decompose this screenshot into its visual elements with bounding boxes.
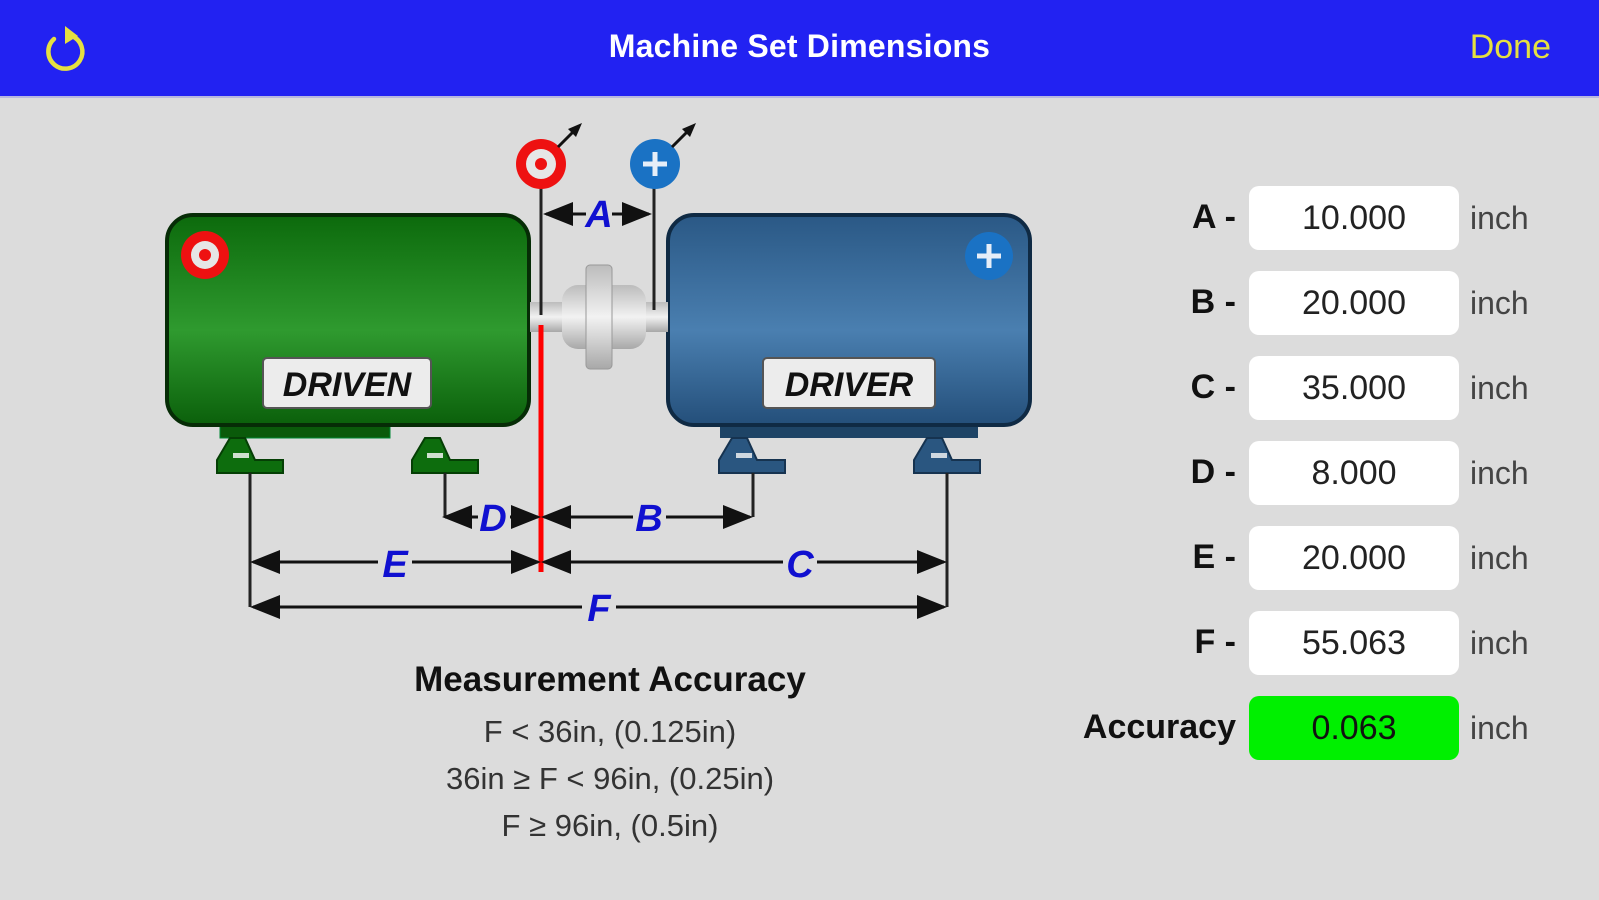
machine-diagram: DRIVEN DRIVER A xyxy=(165,123,1032,630)
navigation-bar: Machine Set Dimensions Done xyxy=(0,0,1599,98)
refresh-icon xyxy=(46,26,85,71)
dimension-row-d: D - 8.000 inch xyxy=(1050,441,1599,507)
dimension-d-input[interactable]: 8.000 xyxy=(1249,441,1459,505)
done-button[interactable]: Done xyxy=(1469,28,1551,66)
dimension-label-e: E xyxy=(382,544,409,586)
dimension-e-label: E - xyxy=(1192,538,1236,576)
unit-label: inch xyxy=(1470,285,1529,321)
movable-plus-icon xyxy=(965,232,1013,280)
dimension-row-a: A - 10.000 inch xyxy=(1050,186,1599,252)
dimension-label-d: D xyxy=(479,498,506,540)
driven-label: DRIVEN xyxy=(283,366,413,404)
dimension-label-b: B xyxy=(635,498,662,540)
dimension-e-input[interactable]: 20.000 xyxy=(1249,526,1459,590)
legend-line: F < 36in, (0.125in) xyxy=(483,714,737,749)
accuracy-value: 0.063 xyxy=(1249,696,1459,760)
driver-machine: DRIVER xyxy=(666,213,1032,474)
legend-line: F ≥ 96in, (0.5in) xyxy=(501,808,719,843)
refresh-button[interactable] xyxy=(38,22,92,76)
driver-label: DRIVER xyxy=(785,366,914,404)
unit-label: inch xyxy=(1470,540,1529,576)
legend-title: Measurement Accuracy xyxy=(414,660,806,699)
dimension-label-a: A xyxy=(584,194,612,236)
dimension-row-f: F - 55.063 inch xyxy=(1050,611,1599,677)
accuracy-label: Accuracy xyxy=(1082,708,1236,746)
unit-label: inch xyxy=(1470,455,1529,491)
dimension-label-c: C xyxy=(786,544,814,586)
dimension-c-label: C - xyxy=(1190,368,1236,406)
driven-foot xyxy=(216,437,284,474)
unit-label: inch xyxy=(1470,370,1529,406)
stationary-sensor-icon xyxy=(516,123,582,189)
driven-foot xyxy=(411,437,479,474)
dimension-row-c: C - 35.000 inch xyxy=(1050,356,1599,422)
measurement-accuracy-legend: Measurement Accuracy F < 36in, (0.125in)… xyxy=(300,660,920,849)
driven-machine: DRIVEN xyxy=(165,213,531,474)
dimension-a-input[interactable]: 10.000 xyxy=(1249,186,1459,250)
legend-line: 36in ≥ F < 96in, (0.25in) xyxy=(445,761,775,796)
dimension-f-label: F - xyxy=(1194,623,1236,661)
unit-label: inch xyxy=(1470,710,1529,746)
dimension-row-e: E - 20.000 inch xyxy=(1050,526,1599,592)
movable-sensor-icon xyxy=(630,123,696,189)
dimension-label-f: F xyxy=(587,588,612,630)
dimension-d-label: D - xyxy=(1190,453,1236,491)
dimension-a-label: A - xyxy=(1191,198,1236,236)
stationary-target-icon xyxy=(181,231,229,279)
dimension-f-input[interactable]: 55.063 xyxy=(1249,611,1459,675)
dimension-b-label: B - xyxy=(1190,283,1236,321)
unit-label: inch xyxy=(1470,200,1529,236)
accuracy-row: Accuracy 0.063 inch xyxy=(1050,696,1599,762)
unit-label: inch xyxy=(1470,625,1529,661)
coupling-icon xyxy=(530,264,668,370)
dimension-b-input[interactable]: 20.000 xyxy=(1249,271,1459,335)
dimension-c-input[interactable]: 35.000 xyxy=(1249,356,1459,420)
page-title: Machine Set Dimensions xyxy=(608,28,991,64)
dimension-row-b: B - 20.000 inch xyxy=(1050,271,1599,337)
